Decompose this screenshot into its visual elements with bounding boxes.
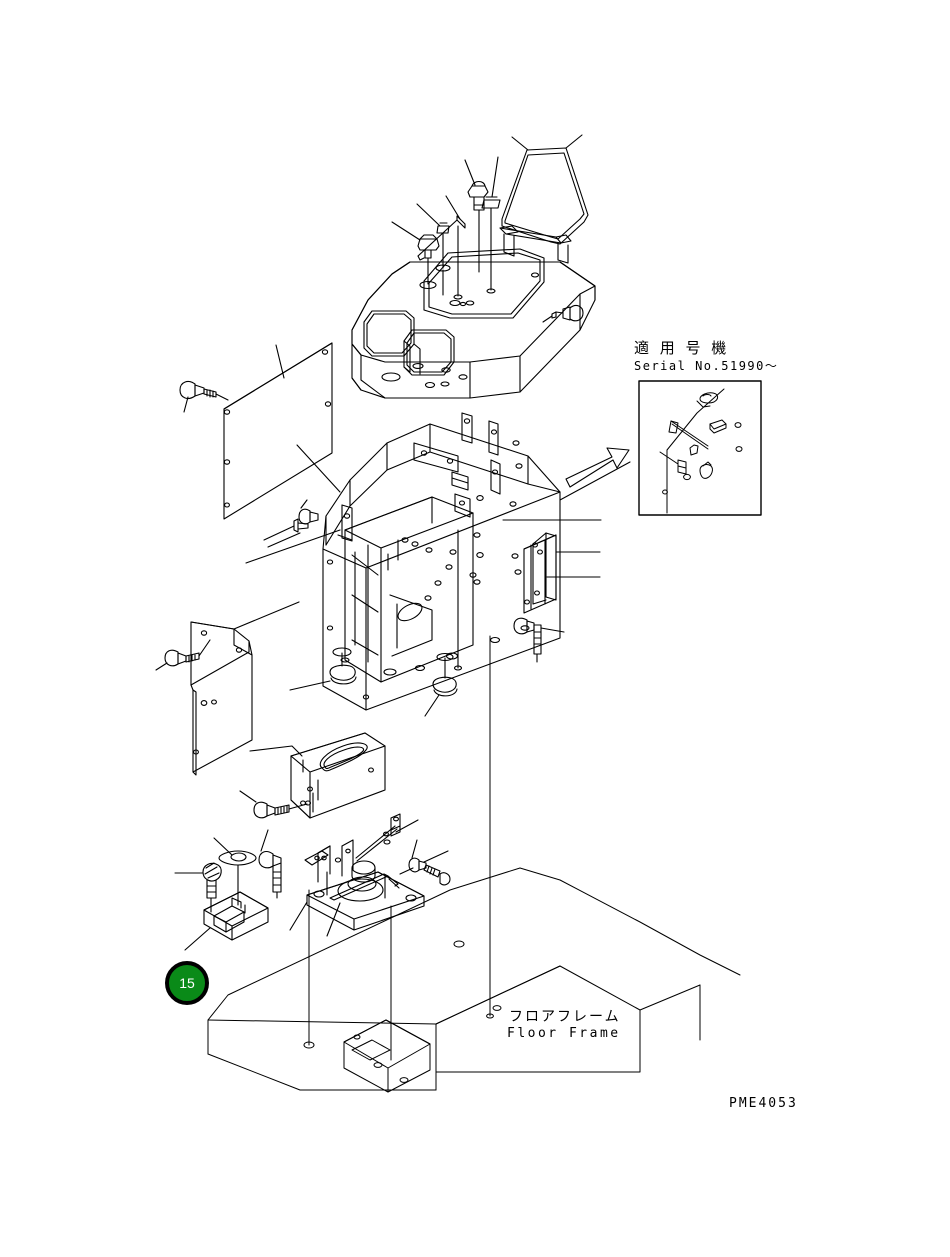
clamp-bracket bbox=[174, 837, 269, 951]
angle-bracket-panel bbox=[190, 601, 300, 776]
drawing-number: PME4053 bbox=[729, 1096, 798, 1111]
right-side-plates bbox=[523, 534, 601, 614]
console-box-frame bbox=[322, 412, 561, 711]
left-side-panel bbox=[223, 342, 333, 520]
floor-frame-label-jp: フロアフレーム bbox=[509, 1009, 621, 1025]
base-plate-bolt bbox=[258, 829, 282, 899]
console-top-cover bbox=[351, 147, 596, 399]
right-clamp-bolt bbox=[399, 839, 451, 886]
left-panel-bolt bbox=[179, 381, 229, 413]
console-right-bolt bbox=[513, 617, 565, 663]
callout-badge-15[interactable]: 15 bbox=[165, 961, 209, 1005]
base-plate bbox=[289, 813, 425, 937]
top-cover-fasteners bbox=[391, 134, 583, 300]
detail-inset-box bbox=[638, 380, 762, 516]
grommet-plugs bbox=[289, 647, 458, 717]
detail-inset-title-jp: 適 用 号 機 bbox=[634, 339, 730, 357]
left-small-bolt bbox=[298, 499, 319, 525]
detail-arrow bbox=[565, 447, 630, 488]
top-cover-bolt bbox=[542, 304, 584, 323]
callout-badge-number: 15 bbox=[179, 975, 195, 991]
slotted-box-bolt bbox=[239, 790, 312, 819]
detail-inset-title-en: Serial No.51990〜 bbox=[634, 359, 779, 373]
angle-bracket-bolt bbox=[155, 639, 211, 671]
floor-frame bbox=[207, 635, 741, 1093]
floor-frame-label-en: Floor Frame bbox=[507, 1026, 621, 1041]
slotted-cover-box bbox=[249, 732, 386, 819]
console-leader-lines bbox=[245, 444, 631, 564]
